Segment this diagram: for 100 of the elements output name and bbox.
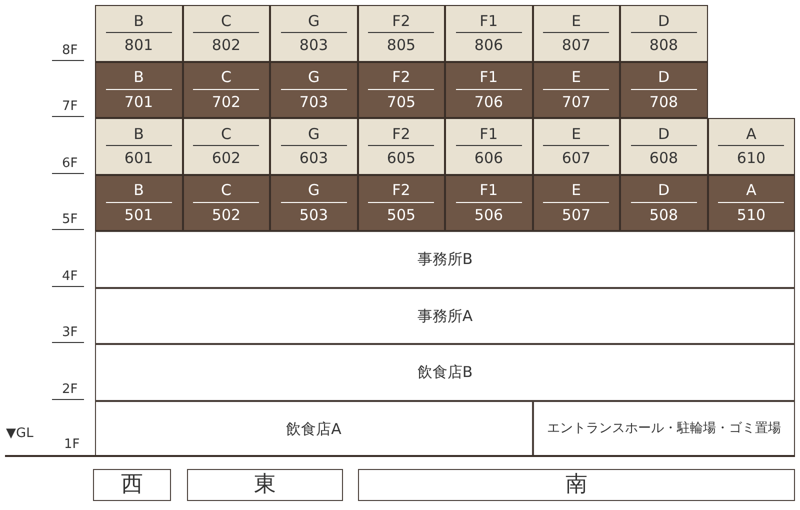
- direction-box: [358, 469, 795, 501]
- unit-type: F1: [480, 126, 498, 142]
- room-number: 508: [649, 206, 678, 224]
- direction-box: [187, 469, 343, 501]
- apartment-cell: [445, 118, 532, 174]
- room-number: 708: [649, 94, 678, 110]
- unit-type: G: [308, 69, 320, 86]
- floor-label: 6F: [62, 156, 78, 170]
- unit-type: F2: [392, 126, 410, 142]
- floor-label: 3F: [62, 326, 78, 339]
- floor-label: 8F: [62, 44, 78, 56]
- unit-type: F2: [392, 182, 410, 199]
- unit-type: B: [134, 126, 144, 142]
- unit-type: E: [572, 126, 581, 142]
- unit-type: D: [658, 12, 670, 30]
- unit-type: F2: [392, 69, 410, 86]
- apartment-cell: [620, 174, 708, 231]
- room-number: 503: [299, 206, 328, 224]
- room-number: 803: [299, 37, 328, 54]
- floor-label: 1F: [64, 438, 80, 451]
- area-label: 飲食店A: [286, 420, 342, 437]
- room-number: 605: [386, 150, 416, 167]
- room-number: 806: [474, 37, 504, 54]
- apartment-cell: [358, 62, 445, 118]
- unit-type: E: [572, 182, 581, 199]
- room-number: 705: [386, 94, 416, 110]
- room-number: 606: [474, 150, 504, 167]
- room-number: 801: [124, 37, 154, 54]
- unit-type: G: [308, 182, 320, 199]
- room-number: 601: [124, 150, 154, 167]
- unit-type: D: [658, 126, 670, 142]
- floor-label: 5F: [62, 213, 78, 226]
- apartment-cell: [445, 174, 532, 231]
- room-number: 501: [124, 206, 154, 224]
- unit-type: D: [658, 69, 670, 86]
- unit-type: G: [308, 12, 320, 30]
- room-number: 607: [562, 150, 591, 167]
- unit-type: C: [221, 12, 232, 30]
- room-number: 602: [212, 150, 241, 167]
- room-number: 608: [649, 150, 678, 167]
- unit-type: F1: [480, 182, 498, 199]
- unit-type: A: [746, 126, 756, 142]
- room-number: 805: [386, 37, 416, 54]
- room-number: 506: [474, 206, 504, 224]
- unit-type: B: [134, 12, 144, 30]
- direction-box: [93, 469, 171, 501]
- floor-area: [95, 231, 795, 288]
- apartment-cell: [95, 118, 182, 174]
- room-number: 707: [562, 94, 591, 110]
- unit-type: E: [572, 69, 581, 86]
- apartment-cell: [358, 118, 445, 174]
- room-number: 510: [736, 206, 766, 224]
- apartment-cell: [95, 5, 182, 62]
- area-label: 事務所B: [417, 251, 473, 268]
- room-number: 802: [212, 37, 241, 54]
- apartment-cell: [270, 118, 358, 174]
- room-number: 807: [562, 37, 591, 54]
- area-label: 飲食店B: [417, 364, 473, 380]
- direction-label: 南: [566, 472, 588, 498]
- room-number: 502: [212, 206, 241, 224]
- unit-type: C: [221, 182, 232, 199]
- ground-level-label: ▼GL: [6, 427, 34, 440]
- apartment-cell: [95, 174, 182, 231]
- room-number: 701: [124, 94, 154, 110]
- apartment-cell: [358, 5, 445, 62]
- unit-type: C: [221, 126, 232, 142]
- room-number: 706: [474, 94, 504, 110]
- direction-label: 東: [254, 472, 276, 498]
- room-number: 507: [562, 206, 591, 224]
- apartment-cell: [708, 118, 795, 174]
- unit-type: F1: [480, 69, 498, 86]
- unit-type: E: [572, 12, 581, 30]
- room-number: 505: [386, 206, 416, 224]
- apartment-cell: [708, 174, 795, 231]
- floor-label: 2F: [62, 382, 78, 396]
- unit-type: F1: [480, 12, 498, 30]
- apartment-cell: [620, 118, 708, 174]
- apartment-cell: [445, 5, 532, 62]
- apartment-cell: [270, 174, 358, 231]
- unit-type: F2: [392, 12, 410, 30]
- apartment-cell: [358, 174, 445, 231]
- apartment-cell: [620, 62, 708, 118]
- apartment-cell: [270, 62, 358, 118]
- direction-label: 西: [121, 472, 143, 498]
- apartment-cell: [445, 62, 532, 118]
- apartment-cell: [532, 62, 620, 118]
- apartment-cell: [532, 174, 620, 231]
- unit-type: A: [746, 182, 756, 199]
- area-label: 事務所A: [417, 308, 473, 324]
- floor-label: 4F: [62, 270, 78, 282]
- room-number: 603: [299, 150, 328, 167]
- room-number: 610: [736, 150, 766, 167]
- apartment-cell: [95, 62, 182, 118]
- unit-type: D: [658, 182, 670, 199]
- unit-type: B: [134, 69, 144, 86]
- apartment-cell: [532, 118, 620, 174]
- room-number: 703: [299, 94, 328, 110]
- apartment-cell: [182, 62, 270, 118]
- floor-area: [95, 288, 795, 344]
- unit-type: C: [221, 69, 232, 86]
